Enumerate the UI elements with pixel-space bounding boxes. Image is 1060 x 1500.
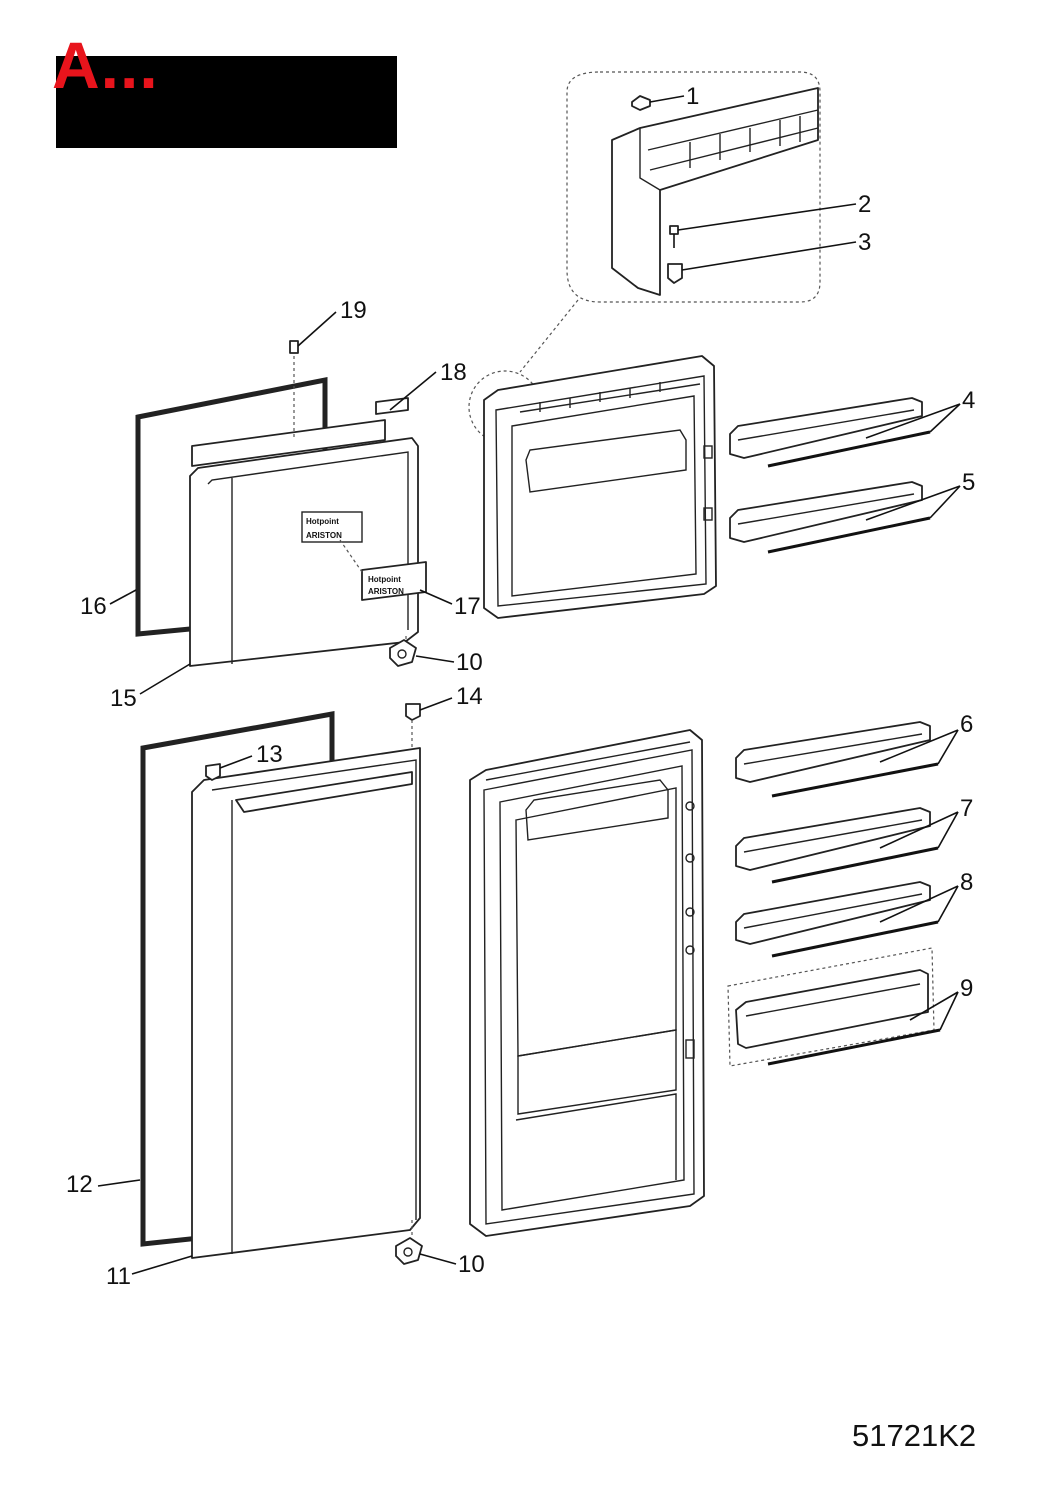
part-label: 5 [962,469,975,496]
part-label: 4 [962,387,975,414]
part-label: 15 [110,685,137,712]
badge-brand-ariston: ARISTON [368,587,404,596]
part-label: 10 [456,649,483,676]
badge-brand-hotpoint: Hotpoint [368,575,401,584]
part-label: 13 [256,741,283,768]
part-label: 1 [686,83,699,110]
part-label: 12 [66,1171,93,1198]
door-brand-hotpoint: Hotpoint [306,517,339,526]
part-label: 16 [80,593,107,620]
document-code: 51721K2 [852,1418,977,1453]
fridge-door-group [140,703,423,1265]
part-label: 8 [960,869,973,896]
part-labels: 1 2 3 4 5 6 7 8 9 10 10 11 12 13 14 15 1… [66,83,975,1290]
shelves [727,397,941,1067]
freezer-door-group: Hotpoint ARISTON Hotpoint ARISTON [135,340,427,667]
part-label: 18 [440,359,467,386]
part-label: 14 [456,683,483,710]
header-bar [56,56,397,148]
part-label: 7 [960,795,973,822]
freezer-liner [483,355,717,619]
fridge-liner [469,729,705,1237]
leader-lines [97,95,961,1275]
detail-callout [468,71,821,444]
part-label: 9 [960,975,973,1002]
part-label: 3 [858,229,871,256]
part-label: 10 [458,1251,485,1278]
part-label: 11 [106,1263,131,1290]
door-brand-ariston: ARISTON [306,531,342,540]
part-label: 17 [454,593,481,620]
page-title: A... [52,28,159,102]
part-label: 6 [960,711,973,738]
part-label: 2 [858,191,871,218]
part-label: 19 [340,297,367,324]
